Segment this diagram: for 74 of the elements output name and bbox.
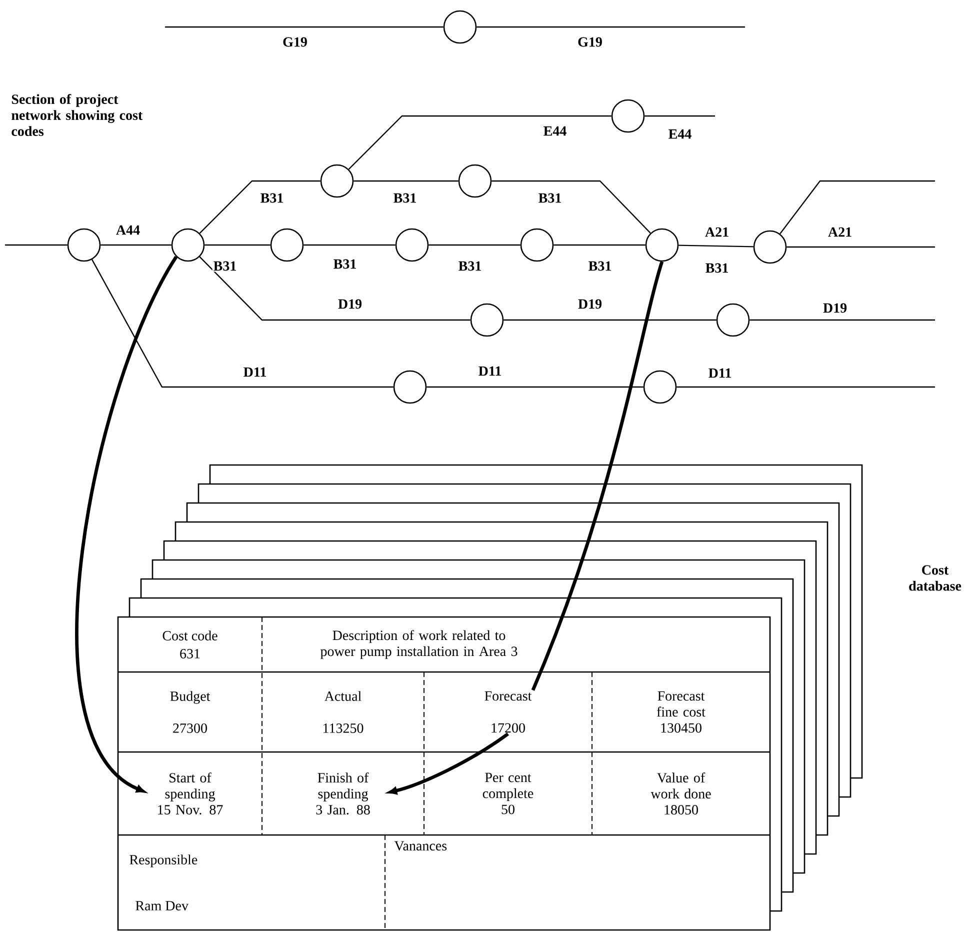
- event-circle: [171, 228, 205, 262]
- event-circle: [520, 228, 554, 262]
- table-cell: Vanances: [394, 841, 447, 851]
- event-circle: [458, 164, 492, 198]
- event-circle: [611, 99, 645, 133]
- activity-line: [354, 180, 458, 182]
- activity-line: [91, 259, 394, 388]
- activity-line: [348, 115, 612, 170]
- activity-line: [554, 244, 646, 246]
- edge-label: B31: [212, 260, 238, 272]
- table-cell: Finish of spending 3 Jan. 88: [316, 772, 370, 815]
- activity-line: [678, 244, 754, 248]
- event-circle: [320, 164, 354, 198]
- activity-line: [204, 244, 270, 246]
- edge-label: E44: [542, 125, 568, 137]
- event-circle: [393, 370, 427, 404]
- edge-label: B31: [392, 192, 418, 204]
- table-cell: Start of spending 15 Nov. 87: [158, 772, 223, 815]
- activity-line: [165, 26, 444, 28]
- activity-line: [644, 115, 715, 117]
- event-circle: [716, 303, 750, 337]
- activity-line: [199, 180, 320, 234]
- edge-label: D11: [707, 367, 733, 379]
- activity-line: [492, 180, 651, 234]
- event-circle: [753, 230, 787, 264]
- curved-arrow: [76, 256, 178, 793]
- edge-label: D11: [242, 366, 268, 378]
- edge-label: B31: [332, 258, 358, 270]
- activity-line: [504, 319, 716, 321]
- event-circle: [645, 228, 679, 262]
- event-circle: [470, 303, 504, 337]
- table-cell: Description of work related to power pump installation in Area 3: [320, 630, 518, 659]
- table-cell: Value of work done 18050: [650, 772, 711, 814]
- event-circle: [443, 10, 477, 44]
- edge-label: D11: [477, 365, 503, 377]
- edge-label: B31: [587, 260, 613, 272]
- edge-label: A44: [114, 224, 142, 236]
- table-cell: Budget 27300: [170, 691, 210, 733]
- activity-line: [304, 244, 396, 246]
- edge-label: B31: [259, 192, 285, 204]
- edge-label: B31: [537, 192, 563, 204]
- table-cell: Forecast 17200: [484, 691, 532, 733]
- side-label: Cost database: [909, 565, 962, 591]
- edge-label: E44: [667, 128, 693, 140]
- activity-line: [199, 256, 470, 321]
- activity-line: [428, 244, 520, 246]
- activity-line: [750, 319, 935, 321]
- event-circle: [395, 228, 429, 262]
- code-label: B31: [706, 263, 728, 273]
- event-circle: [643, 370, 677, 404]
- record-card: [117, 616, 771, 931]
- edge-label: A21: [704, 226, 730, 238]
- edge-label: G19: [576, 36, 604, 48]
- table-cell: Per cent complete 50: [482, 772, 534, 814]
- activity-line: [5, 244, 68, 246]
- edge-label: G19: [282, 36, 308, 48]
- activity-line: [780, 180, 935, 234]
- table-cell: Responsible Ram Dev: [130, 854, 198, 910]
- table-cell: Cost code 631: [162, 630, 218, 658]
- activity-line: [426, 386, 644, 388]
- event-circle: [67, 228, 101, 262]
- edge-label: D19: [576, 298, 604, 310]
- activity-line: [786, 246, 935, 248]
- table-cell: Forecast fine cost 130450: [656, 691, 706, 733]
- edge-label: D19: [336, 298, 364, 310]
- activity-line: [676, 386, 935, 388]
- activity-line: [476, 26, 745, 28]
- activity-line: [100, 244, 172, 246]
- table-cell: Actual 113250: [323, 691, 364, 733]
- edge-label: A21: [826, 226, 854, 238]
- edge-label: D19: [822, 302, 848, 314]
- caption-note: Section of project network showing cost codes: [12, 94, 143, 136]
- event-circle: [270, 228, 304, 262]
- edge-label: B31: [457, 260, 483, 272]
